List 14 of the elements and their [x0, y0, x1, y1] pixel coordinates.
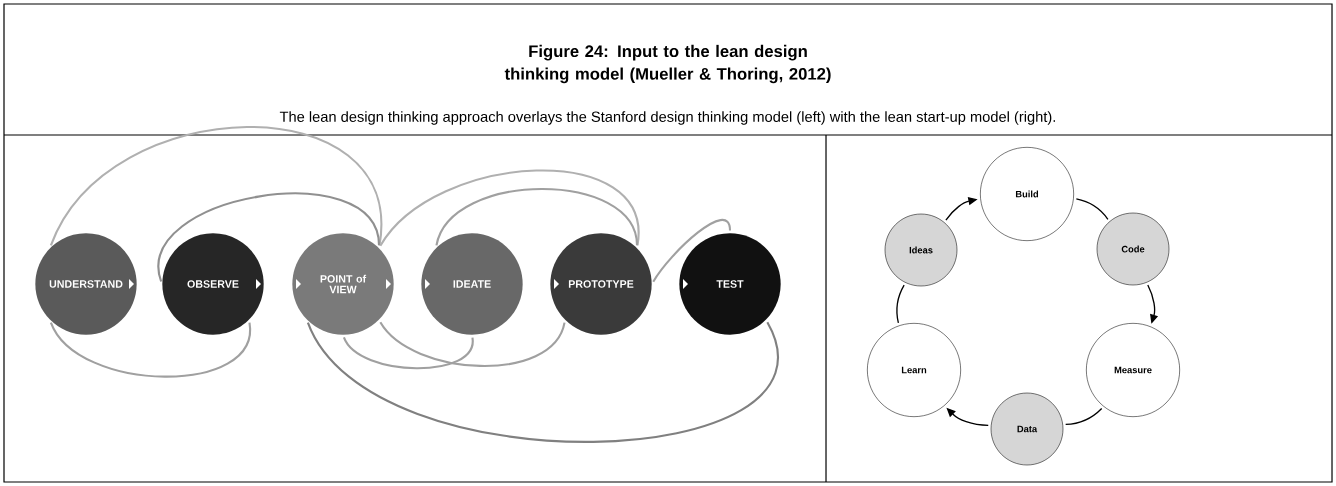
loop-line: [379, 169, 639, 247]
figure-title: Figure 24: Input to the lean design thinking model (Mueller & Thoring, 2012): [504, 44, 831, 84]
connector-line: [896, 284, 905, 324]
loop-line: [652, 219, 732, 283]
loop-line: [379, 321, 566, 367]
loop-line: [435, 187, 639, 246]
loop-line: [49, 126, 382, 246]
connector-line: [1075, 198, 1109, 220]
connector-line: [1065, 407, 1103, 426]
loop-line: [307, 321, 779, 443]
loop-line: [50, 322, 251, 378]
caption: The lean design thinking approach overlays the Stanford design thinking model (left) with the lean start-up model (right).: [279, 111, 1055, 125]
loop-line: [343, 336, 474, 370]
loop-line: [158, 192, 381, 282]
